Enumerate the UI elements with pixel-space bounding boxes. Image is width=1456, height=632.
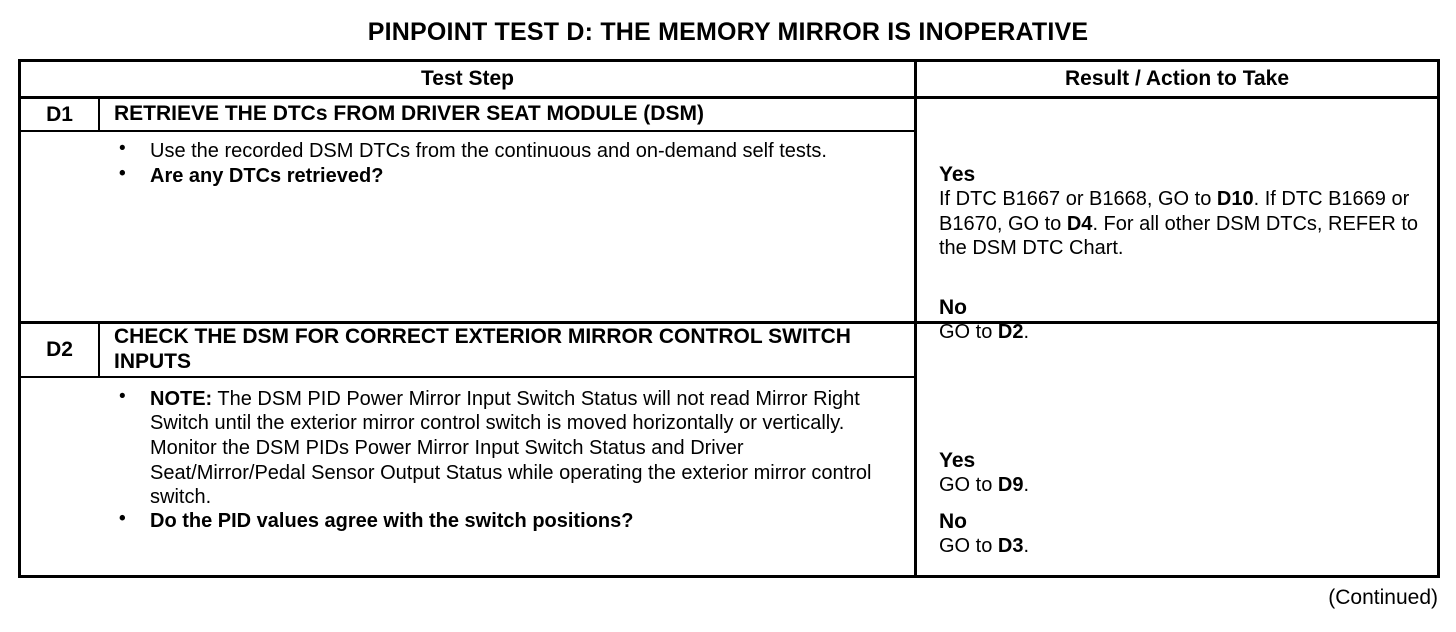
- table-row: D2 CHECK THE DSM FOR CORRECT EXTERIOR MI…: [21, 321, 1437, 575]
- result-yes-label: Yes: [939, 163, 976, 186]
- result-goto-ref: D3: [997, 535, 1024, 558]
- result-text-part: .: [1023, 535, 1030, 558]
- table-row: D1 RETRIEVE THE DTCs FROM DRIVER SEAT MO…: [21, 99, 1437, 343]
- result-text-part: GO to: [939, 474, 998, 497]
- result-text-part: If DTC B1667 or B1668, GO to: [939, 188, 1217, 211]
- result-yes-text: GO to D9.: [939, 473, 1425, 497]
- result-text-part: .: [1023, 474, 1030, 497]
- result-text-part: .: [1023, 321, 1030, 344]
- result-no-d2: No GO to D3.: [939, 510, 1425, 559]
- pinpoint-test-table: Test Step Result / Action to Take D1 RET…: [18, 59, 1440, 578]
- step-body-d2: NOTE: The DSM PID Power Mirror Input Swi…: [21, 378, 914, 540]
- result-cell-d2: Yes GO to D9. No GO to D3.: [920, 324, 1437, 575]
- result-goto-ref: D9: [997, 474, 1024, 497]
- result-yes-d1: Yes If DTC B1667 or B1668, GO to D10. If…: [939, 163, 1425, 260]
- step-header-d2: D2 CHECK THE DSM FOR CORRECT EXTERIOR MI…: [21, 324, 914, 378]
- test-step-cell-d2: D2 CHECK THE DSM FOR CORRECT EXTERIOR MI…: [21, 324, 917, 575]
- step-title-d1: RETRIEVE THE DTCs FROM DRIVER SEAT MODUL…: [114, 101, 704, 125]
- result-text-part: . If DTC B1669 or B1670, GO to: [939, 188, 1410, 235]
- result-text-part: GO to: [939, 535, 998, 558]
- table-header-row: Test Step Result / Action to Take: [21, 62, 1437, 99]
- list-item: Are any DTCs retrieved?: [117, 163, 904, 188]
- result-goto-ref: D2: [997, 321, 1024, 344]
- result-text-part: GO to: [939, 321, 998, 344]
- step-header-d1: D1 RETRIEVE THE DTCs FROM DRIVER SEAT MO…: [21, 99, 914, 132]
- result-cell-d1: Yes If DTC B1667 or B1668, GO to D10. If…: [920, 99, 1437, 343]
- result-yes-text: If DTC B1667 or B1668, GO to D10. If DTC…: [939, 187, 1425, 260]
- column-header-result-action: Result / Action to Take: [1064, 67, 1290, 90]
- page-title: PINPOINT TEST D: THE MEMORY MIRROR IS IN…: [367, 18, 1089, 46]
- result-yes-label: Yes: [939, 449, 976, 472]
- list-item: Use the recorded DSM DTCs from the conti…: [117, 138, 904, 163]
- column-header-test-step: Test Step: [21, 62, 917, 96]
- result-no-label: No: [939, 296, 967, 319]
- step-id-d2: D2: [21, 324, 100, 376]
- step-id-d1: D1: [21, 99, 100, 130]
- result-no-text: GO to D3.: [939, 534, 1425, 558]
- continued-note: (Continued): [1328, 586, 1438, 609]
- result-goto-ref: D10: [1216, 188, 1254, 211]
- result-no-d1: No GO to D2.: [939, 296, 1425, 345]
- result-no-label: No: [939, 510, 967, 533]
- note-text: The DSM PID Power Mirror Input Switch St…: [150, 388, 860, 435]
- result-text-part: . For all other DSM DTCs, REFER to the D…: [939, 212, 1419, 259]
- result-yes-d2: Yes GO to D9.: [939, 449, 1425, 498]
- result-no-text: GO to D2.: [939, 320, 1425, 344]
- test-step-cell-d1: D1 RETRIEVE THE DTCs FROM DRIVER SEAT MO…: [21, 99, 917, 321]
- step-title-d2: CHECK THE DSM FOR CORRECT EXTERIOR MIRRO…: [114, 324, 851, 373]
- list-item: NOTE: The DSM PID Power Mirror Input Swi…: [117, 386, 898, 435]
- note-prefix: NOTE:: [150, 388, 213, 410]
- step-paragraph: Monitor the DSM PIDs Power Mirror Input …: [150, 437, 872, 508]
- list-item: Do the PID values agree with the switch …: [117, 508, 898, 533]
- result-goto-ref: D4: [1066, 212, 1093, 235]
- step-body-d1: Use the recorded DSM DTCs from the conti…: [21, 132, 914, 195]
